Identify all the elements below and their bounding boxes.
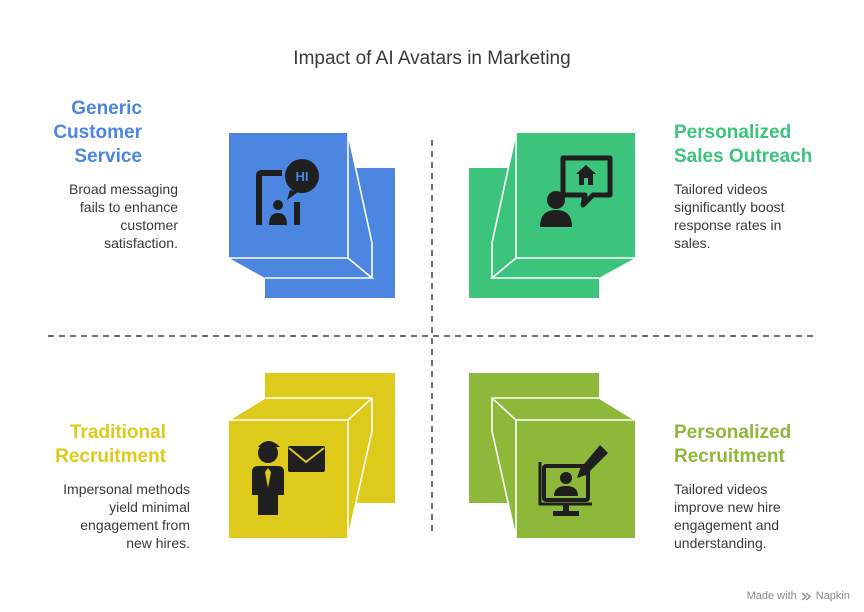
heading-line: Personalized bbox=[674, 422, 792, 443]
heading-line: Generic bbox=[71, 98, 142, 119]
person-envelope-icon bbox=[252, 441, 325, 515]
chat-hi-person-icon: HI bbox=[256, 159, 319, 225]
heading-traditional-recruitment: Traditional Recruitment bbox=[55, 421, 166, 469]
heading-personalized-recruitment: Personalized Recruitment bbox=[674, 421, 791, 469]
heading-line: Recruitment bbox=[55, 446, 166, 467]
diagram-title: Impact of AI Avatars in Marketing bbox=[293, 48, 571, 69]
desc-line: satisfaction. bbox=[104, 235, 178, 251]
made-with-label: Made with bbox=[746, 590, 797, 602]
desc-line: improve new hire bbox=[674, 499, 781, 515]
heading-line: Sales Outreach bbox=[674, 146, 813, 167]
heading-line: Service bbox=[74, 146, 142, 167]
heading-personalized-sales-outreach: Personalized Sales Outreach bbox=[674, 121, 812, 169]
svg-text:HI: HI bbox=[296, 169, 309, 184]
desc-personalized-recruitment: Tailored videos improve new hire engagem… bbox=[674, 480, 781, 552]
traditional-recruitment-block bbox=[228, 373, 395, 539]
desc-line: engagement from bbox=[80, 517, 190, 533]
napkin-brand-label: Napkin bbox=[815, 590, 850, 602]
generic-customer-service-block: HI bbox=[229, 132, 395, 298]
desc-line: response rates in bbox=[674, 217, 782, 233]
heading-line: Traditional bbox=[69, 422, 166, 443]
desc-line: Tailored videos bbox=[674, 481, 768, 497]
desc-line: fails to enhance bbox=[79, 199, 178, 215]
desc-line: significantly boost bbox=[674, 199, 785, 215]
desc-traditional-recruitment: Impersonal methods yield minimal engagem… bbox=[63, 480, 190, 552]
heading-line: Personalized bbox=[674, 122, 792, 143]
napkin-logo-icon bbox=[801, 592, 811, 600]
desc-personalized-sales-outreach: Tailored videos significantly boost resp… bbox=[674, 180, 785, 252]
desc-generic-customer-service: Broad messaging fails to enhance custome… bbox=[69, 180, 178, 252]
desc-line: customer bbox=[120, 217, 178, 233]
heading-line: Recruitment bbox=[674, 446, 785, 467]
made-with-napkin-watermark: Made with Napkin bbox=[747, 590, 850, 602]
desc-line: sales. bbox=[674, 235, 711, 251]
desc-line: yield minimal bbox=[109, 499, 190, 515]
desc-line: Impersonal methods bbox=[63, 481, 190, 497]
desc-line: understanding. bbox=[674, 535, 767, 551]
heading-line: Customer bbox=[53, 122, 142, 143]
desc-line: Broad messaging bbox=[69, 181, 178, 197]
personalized-recruitment-block bbox=[469, 373, 636, 539]
desc-line: new hires. bbox=[126, 535, 190, 551]
heading-generic-customer-service: Generic Customer Service bbox=[53, 97, 142, 169]
person-house-bubble-icon bbox=[540, 155, 613, 227]
desc-line: Tailored videos bbox=[674, 181, 768, 197]
desc-line: engagement and bbox=[674, 517, 780, 533]
personalized-sales-outreach-block bbox=[469, 132, 635, 298]
monitor-person-edit-icon bbox=[538, 445, 608, 516]
